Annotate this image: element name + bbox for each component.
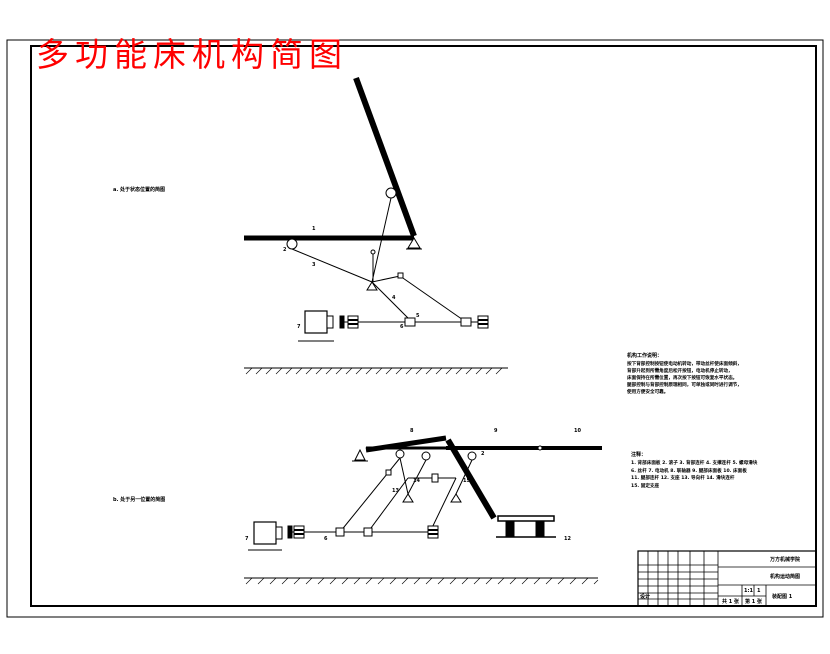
legend-body: 1. 背部床面板 2. 滚子 3. 背部连杆 4. 支撑连杆 5. 螺母滑块 6… bbox=[631, 461, 758, 489]
part-num-3: 3 bbox=[312, 262, 316, 268]
title-block-sheet-total: 共 1 张 bbox=[722, 599, 739, 605]
part-num-b12: 12 bbox=[564, 536, 571, 542]
bearing-b-right bbox=[427, 525, 439, 539]
roller-a-left bbox=[286, 238, 298, 250]
leg-board-b bbox=[445, 438, 497, 520]
part-num-b10: 10 bbox=[574, 428, 581, 434]
title-block-designer: 设计 bbox=[640, 594, 651, 600]
notes-title: 机构工作说明： bbox=[627, 353, 663, 359]
pivot-b-mid2 bbox=[450, 493, 462, 503]
bearing-a-right bbox=[477, 315, 489, 329]
title-block-school: 万方机械学院 bbox=[770, 557, 801, 563]
legend-title: 注释： bbox=[631, 452, 647, 458]
diagram-a bbox=[244, 76, 508, 369]
part-num-2: 2 bbox=[283, 247, 287, 253]
outer-border bbox=[6, 39, 824, 618]
part-num-b15: 15 bbox=[463, 478, 470, 484]
section-b-label: b. 处于另一位置的简图 bbox=[113, 497, 166, 503]
pivot-b-left bbox=[354, 448, 366, 461]
notes-body: 按下背部控制按钮使电动机转动，带动丝杆使床面倾斜， 背部升起到所需角度后松开按钮… bbox=[627, 362, 742, 395]
title-block bbox=[637, 550, 817, 607]
drawing-title: 多功能床机构简图 bbox=[36, 35, 348, 74]
motor-b bbox=[253, 521, 277, 545]
title-block-qty: 1 bbox=[757, 588, 761, 594]
part-num-5: 5 bbox=[416, 313, 420, 319]
coupling-a bbox=[339, 315, 345, 329]
title-block-drawing-name: 机构运动简图 bbox=[770, 574, 801, 580]
part-num-b2: 2 bbox=[481, 451, 485, 457]
section-a-label: a. 处于状态位置的简图 bbox=[113, 187, 166, 193]
title-block-scale: 1:1 bbox=[744, 588, 753, 594]
part-num-4: 4 bbox=[392, 295, 396, 301]
pivot-a-right bbox=[407, 237, 421, 249]
part-num-b9: 9 bbox=[494, 428, 498, 434]
motor-a bbox=[304, 310, 328, 334]
diagram-b bbox=[244, 435, 602, 579]
title-block-sheet-index: 第 1 张 bbox=[745, 599, 762, 605]
part-num-b8: 8 bbox=[410, 428, 414, 434]
support-table-b bbox=[497, 515, 555, 522]
part-num-b6: 6 bbox=[324, 536, 328, 542]
part-num-b7: 7 bbox=[245, 536, 249, 542]
part-num-b13: 13 bbox=[392, 488, 399, 494]
part-num-6: 6 bbox=[400, 324, 404, 330]
inner-border bbox=[30, 45, 817, 607]
roller-a-top bbox=[385, 187, 397, 199]
pivot-b-mid1 bbox=[402, 493, 414, 503]
pivot-a-mid bbox=[366, 281, 378, 291]
back-board-a bbox=[353, 76, 417, 238]
title-block-sheet-no: 装配图 1 bbox=[772, 594, 793, 600]
part-num-7: 7 bbox=[297, 324, 301, 330]
part-num-1: 1 bbox=[312, 226, 316, 232]
part-num-b14: 14 bbox=[413, 478, 420, 484]
